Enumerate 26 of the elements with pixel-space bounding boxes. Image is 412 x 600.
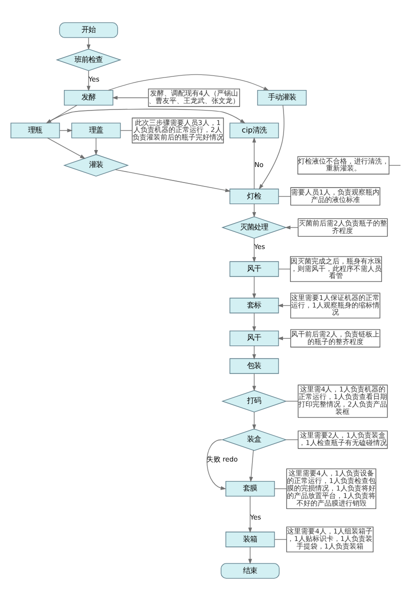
arrow <box>252 237 256 262</box>
arrow <box>252 312 256 332</box>
connector <box>274 538 287 540</box>
arrow <box>248 495 252 532</box>
arrow <box>285 225 298 229</box>
arrow <box>206 438 226 490</box>
arrow <box>59 128 73 132</box>
arrow <box>115 168 231 192</box>
arrow <box>252 276 256 298</box>
arrow <box>47 137 86 158</box>
connector <box>286 438 298 440</box>
connector <box>286 400 298 402</box>
arrow <box>248 546 252 564</box>
arrow <box>252 136 256 189</box>
connector <box>388 164 401 166</box>
arrow <box>108 74 270 90</box>
arrow <box>252 372 256 391</box>
arrow <box>112 95 149 100</box>
arrow <box>278 303 291 307</box>
arrow <box>249 449 254 482</box>
arrow <box>258 104 284 190</box>
arrow <box>86 70 90 91</box>
connector <box>274 488 287 489</box>
connector <box>278 268 291 269</box>
arrow <box>252 411 256 430</box>
arrow <box>94 137 98 155</box>
